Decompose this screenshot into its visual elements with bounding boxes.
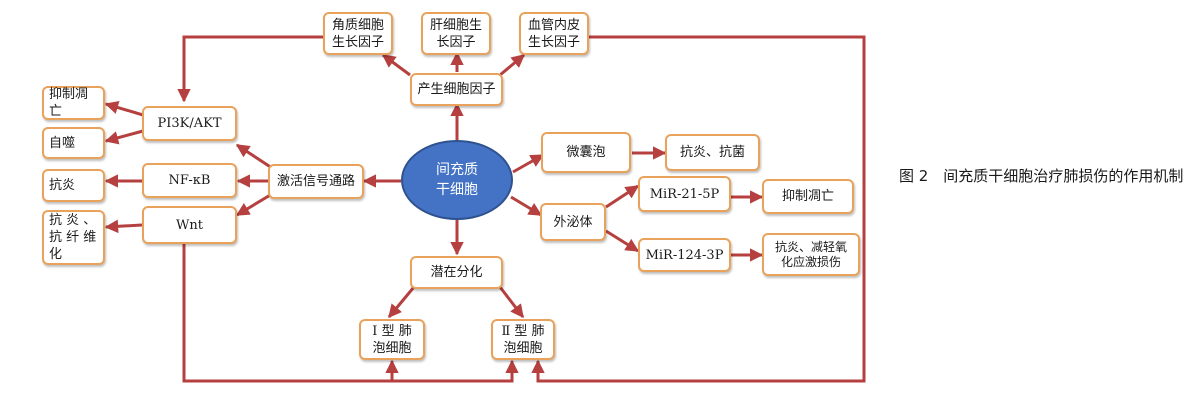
arrow-differentiation-to-type2 (498, 286, 525, 319)
node-anti-inflammation-oxidative: 抗炎、减轻氧 化应激损伤 (762, 233, 860, 276)
arrow-pi3k-to-antiapoptosis (104, 100, 144, 117)
node-type2-alveolar-cell: Ⅱ 型 肺 泡细胞 (491, 319, 555, 360)
node-signaling-pathways: 激活信号通路 (268, 164, 364, 199)
figure-caption: 图 2 间充质干细胞治疗肺损伤的作用机制 (899, 167, 1184, 185)
arrow-center-to-exosome (510, 195, 543, 217)
arrow-exosome-to-mir124 (605, 229, 640, 253)
node-vascular-endothelial-growth-factor: 血管内皮 生长因子 (519, 12, 589, 55)
node-anti-inflammation: 抗炎 (42, 169, 105, 202)
node-autophagy: 自噬 (42, 127, 105, 159)
node-hepatocyte-growth-factor: 肝细胞生 长因子 (421, 12, 491, 55)
loop-to-type2-left (392, 359, 519, 383)
node-microvesicles: 微囊泡 (541, 132, 631, 173)
arrow-center-to-microvesicles (512, 153, 545, 174)
arrow-signaling-to-pi3k (235, 143, 273, 170)
arrow-exosome-to-mir21 (605, 184, 640, 209)
loop-keratinocyte-to-pi3k (177, 35, 323, 103)
node-anti-apoptosis-left: 抑制凋亡 (42, 86, 105, 120)
node-pi3k-akt: PI3K/AKT (142, 106, 237, 141)
loop-wnt-to-type1 (182, 244, 399, 383)
node-cytokines: 产生细胞因子 (410, 73, 503, 106)
node-mesenchymal-stem-cell: 间充质 干细胞 (401, 140, 513, 220)
arrow-pi3k-to-autophagy (104, 129, 144, 145)
node-anti-fibrosis: 抗 炎 、 抗 纤 维 化 (42, 210, 105, 265)
node-mir-21-5p: MiR-21-5P (638, 176, 731, 212)
node-mir-124-3p: MiR-124-3P (638, 238, 731, 272)
node-anti-apoptosis-right: 抑制凋亡 (762, 179, 854, 214)
node-exosome: 外泌体 (540, 203, 606, 241)
node-wnt: Wnt (142, 206, 237, 244)
node-anti-inflammation-antibacterial: 抗炎、抗菌 (665, 134, 760, 171)
arrow-wnt-to-antifibrosis (104, 219, 143, 234)
arrow-cytokines-to-vascular (499, 53, 526, 77)
node-keratinocyte-growth-factor: 角质细胞 生长因子 (323, 12, 393, 55)
arrow-signaling-to-wnt (235, 192, 273, 217)
node-type1-alveolar-cell: Ⅰ 型 肺 泡细胞 (359, 319, 425, 360)
arrow-cytokines-to-keratinocyte (381, 53, 411, 77)
arrow-differentiation-to-type1 (387, 286, 416, 319)
node-nf-kb: NF-κB (142, 163, 237, 198)
node-potential-differentiation: 潜在分化 (410, 256, 503, 289)
loop-vascular-to-type2 (531, 35, 866, 383)
